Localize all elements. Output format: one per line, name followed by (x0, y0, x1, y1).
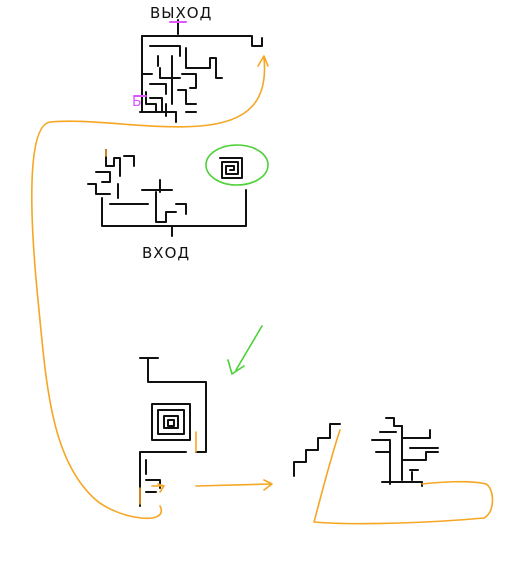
entrance-label: ВХОД (142, 244, 191, 262)
green-arrow (227, 325, 263, 375)
route-arrow-right (195, 479, 273, 491)
route-right-loop (313, 429, 494, 525)
route-exit-to-left (31, 57, 266, 520)
exit-label: ВЫХОД (150, 4, 213, 22)
stair-maze (293, 417, 439, 487)
spiral-highlight-circle (205, 144, 269, 186)
entrance-maze (87, 149, 247, 237)
lower-maze-orange-path (139, 431, 197, 505)
marker-b-label: Б (132, 94, 143, 110)
route-arrow-head-up (257, 55, 269, 67)
exit-maze (139, 19, 263, 123)
